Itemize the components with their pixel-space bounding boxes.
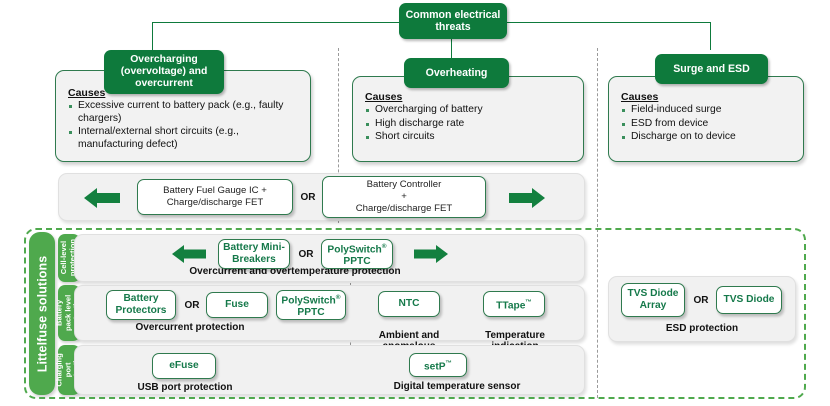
cause-item: Internal/external short circuits (e.g., …	[68, 126, 300, 151]
product-label: Battery Protectors	[115, 293, 167, 316]
product-setp[interactable]: setP™	[409, 353, 467, 377]
product-polyswitch-pptc-pack[interactable]: PolySwitch® PPTC	[276, 290, 346, 320]
caption-text: Overcurrent protection	[135, 322, 245, 333]
caption-esd-protection: ESD protection	[608, 323, 796, 335]
cause-item: Field-induced surge	[621, 104, 793, 117]
or-label-cell-level: OR	[294, 247, 318, 261]
product-label: Battery Controller + Charge/discharge FE…	[355, 179, 453, 214]
cause-item: Excessive current to battery pack (e.g.,…	[68, 100, 300, 125]
or-text: OR	[693, 294, 709, 306]
product-tvs-diode[interactable]: TVS Diode	[716, 286, 782, 314]
cause-item: High discharge rate	[365, 118, 573, 131]
product-label: PolySwitch®	[327, 242, 387, 256]
or-text: OR	[300, 191, 316, 203]
left-arrow-icon	[84, 188, 120, 208]
threat-label-surge-esd: Surge and ESD	[673, 62, 750, 75]
cause-item: Overcharging of battery	[365, 104, 573, 117]
threat-label-overheating: Overheating	[425, 66, 488, 79]
product-label: setP™	[423, 359, 453, 372]
caption-text: Digital temperature sensor	[393, 381, 521, 392]
causes-list-overcharging: Excessive current to battery pack (e.g.,…	[68, 100, 300, 151]
or-label-battery-pack: OR	[180, 298, 204, 312]
connector-down-left	[152, 22, 154, 50]
caption-text: ESD protection	[665, 323, 739, 334]
threat-box-surge-esd: Surge and ESD	[655, 54, 768, 84]
causes-title-surge-esd: Causes	[621, 91, 659, 103]
threat-label-overcharging: Overcharging (overvoltage) and overcurre…	[120, 53, 208, 90]
right-arrow-icon-cell	[414, 245, 448, 263]
common-electrical-threats-box: Common electrical threats	[399, 3, 507, 39]
product-polyswitch-pptc-cell[interactable]: PolySwitch® PPTC	[321, 239, 393, 269]
caption-cell-level: Overcurrent and overtemperature protecti…	[130, 266, 460, 278]
or-text: OR	[184, 299, 200, 311]
product-label: PolySwitch®	[281, 293, 341, 307]
or-label-controller: OR	[296, 190, 320, 204]
product-fuse[interactable]: Fuse	[206, 292, 268, 318]
product-label: NTC	[398, 298, 420, 310]
causes-list-overheating: Overcharging of battery High discharge r…	[365, 104, 573, 144]
product-battery-controller[interactable]: Battery Controller + Charge/discharge FE…	[322, 176, 486, 218]
product-label-2: PPTC	[297, 306, 325, 318]
threat-box-overcharging: Overcharging (overvoltage) and overcurre…	[104, 50, 224, 94]
product-label: TTape™	[496, 298, 532, 311]
cause-item: Discharge on to device	[621, 131, 793, 144]
product-battery-protectors[interactable]: Battery Protectors	[106, 290, 176, 320]
cause-item: Short circuits	[365, 131, 573, 144]
caption-text: USB port protection	[137, 382, 233, 393]
divider-threat-1	[338, 48, 339, 223]
causes-card-surge-esd: Causes Field-induced surge ESD from devi…	[608, 76, 804, 162]
product-label: Battery Fuel Gauge IC + Charge/discharge…	[163, 185, 267, 208]
product-ntc[interactable]: NTC	[378, 291, 440, 317]
product-ttape[interactable]: TTape™	[483, 291, 545, 317]
caption-text: Overcurrent and overtemperature protecti…	[189, 266, 401, 277]
causes-title-overcharging: Causes	[68, 87, 106, 99]
product-tvs-diode-array[interactable]: TVS Diode Array	[621, 283, 685, 317]
causes-list-surge-esd: Field-induced surge ESD from device Disc…	[621, 104, 793, 144]
or-text: OR	[298, 248, 314, 260]
common-electrical-threats-label: Common electrical threats	[405, 8, 501, 34]
connector-down-right	[710, 22, 712, 50]
product-battery-fuel-gauge[interactable]: Battery Fuel Gauge IC + Charge/discharge…	[137, 179, 293, 215]
or-label-esd: OR	[689, 293, 713, 307]
connector-down-center	[451, 38, 453, 60]
caption-overcurrent-protection: Overcurrent protection	[106, 322, 274, 334]
product-label: Battery Mini- Breakers	[223, 242, 285, 265]
divider-threat-2	[597, 48, 598, 398]
product-label: Fuse	[225, 299, 249, 311]
threat-box-overheating: Overheating	[404, 58, 509, 88]
littelfuse-solutions-tab: Littelfuse solutions	[29, 232, 55, 395]
caption-usb-port-protection: USB port protection	[134, 382, 236, 394]
product-label: TVS Diode	[723, 294, 775, 306]
causes-title-overheating: Causes	[365, 91, 403, 103]
product-label: TVS Diode Array	[627, 288, 679, 311]
product-battery-mini-breakers[interactable]: Battery Mini- Breakers	[218, 239, 290, 269]
product-label-2: PPTC	[343, 255, 371, 267]
product-efuse[interactable]: eFuse	[152, 353, 216, 379]
caption-digital-temperature-sensor: Digital temperature sensor	[382, 381, 532, 393]
right-arrow-icon	[509, 188, 545, 208]
cause-item: ESD from device	[621, 118, 793, 131]
left-arrow-icon-cell	[172, 245, 206, 263]
causes-card-overheating: Causes Overcharging of battery High disc…	[352, 76, 584, 162]
littelfuse-solutions-region	[24, 228, 806, 399]
product-label: eFuse	[169, 360, 199, 372]
